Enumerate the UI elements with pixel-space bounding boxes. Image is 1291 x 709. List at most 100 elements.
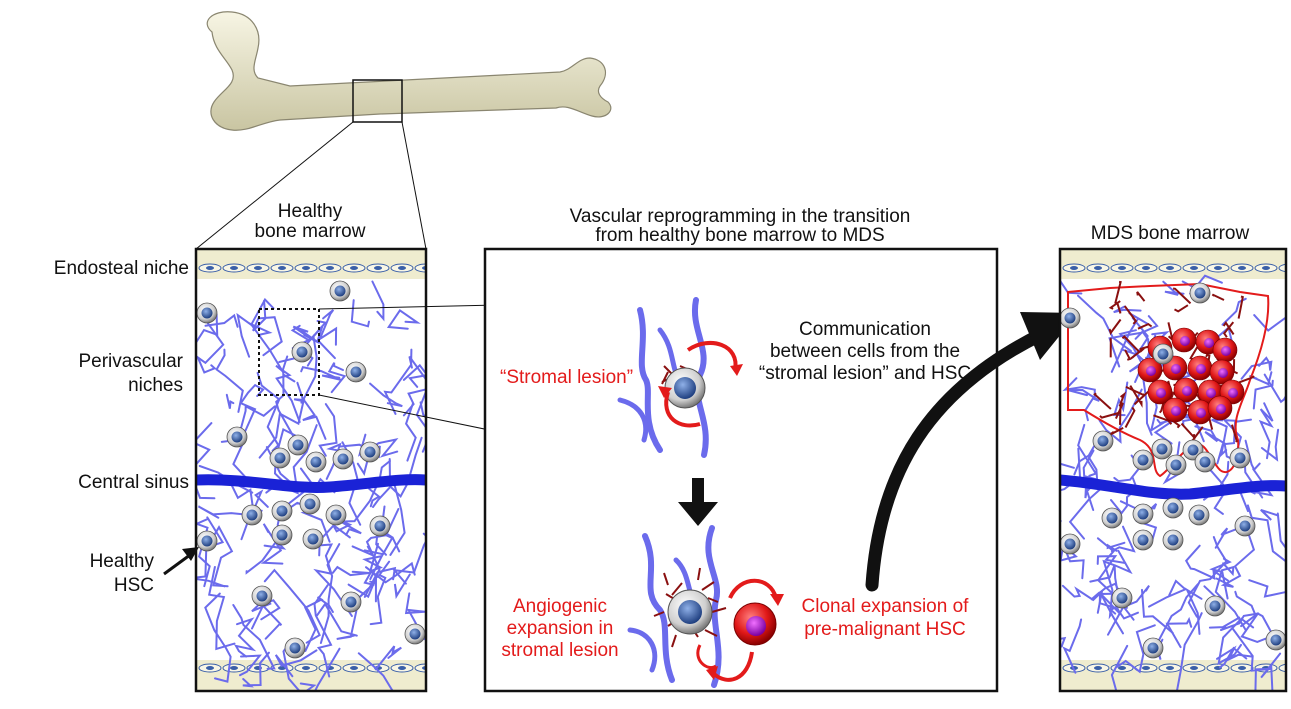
hsc-cell [1165, 454, 1187, 476]
vessel-segment [204, 592, 232, 683]
hsc-cell [345, 361, 367, 383]
healthy-title-line2: bone marrow [254, 221, 366, 242]
hsc-cell [1092, 430, 1114, 452]
vessel-segment [251, 599, 281, 630]
vessel-segment [1082, 449, 1099, 492]
vessel-segment [1175, 612, 1203, 691]
center-title-line2: from healthy bone marrow to MDS [595, 225, 885, 246]
vessel-segment [275, 372, 296, 438]
lining-cell [198, 663, 222, 673]
vessel-segment [1162, 280, 1185, 296]
lining-cell [1278, 663, 1286, 673]
mds-endosteal-lining-cells [1062, 263, 1286, 273]
zoom-line-right [401, 121, 427, 250]
vessel-segment [236, 297, 275, 358]
hsc-cell [1234, 515, 1256, 537]
vessel-segment [1252, 379, 1274, 410]
hsc-cell [1152, 343, 1174, 365]
label-stromal-lesion: “Stromal lesion” [500, 367, 634, 388]
lining-cell [1230, 263, 1254, 273]
vessel-segment [1115, 624, 1156, 674]
lining-cell [1134, 263, 1158, 273]
hsc-cell [291, 341, 313, 363]
lining-cell [1206, 663, 1230, 673]
vessel-segment [1107, 584, 1150, 636]
label-endosteal-niche: Endosteal niche [53, 258, 189, 279]
lining-cell [318, 263, 342, 273]
vessel-segment [225, 393, 235, 409]
hsc-cell [1060, 533, 1081, 555]
malignant-cell [1171, 327, 1197, 353]
vessel-segment [1141, 588, 1174, 634]
hsc-cell [325, 504, 347, 526]
vessel-segment [292, 325, 320, 344]
label-healthy-hsc-line2: HSC [113, 575, 154, 596]
vessel-segment [1216, 418, 1252, 465]
vessel-segment [325, 442, 347, 480]
angiogenic-vignette [627, 525, 784, 688]
vessel-segment [1110, 644, 1129, 691]
vessel-segment [313, 543, 353, 617]
hsc-cell [1162, 497, 1184, 519]
vessel-segment [274, 649, 318, 678]
vessel-segment [300, 366, 342, 381]
vessel-segment [234, 617, 257, 658]
stromal-spike [1099, 411, 1121, 419]
hsc-cell [1194, 451, 1216, 473]
vessel-segment [1060, 636, 1067, 648]
vessel-segment [313, 647, 341, 691]
vessel-segment [336, 609, 358, 640]
healthy-marrow-panel [194, 247, 428, 693]
lining-cell [1086, 663, 1110, 673]
label-healthy-hsc-line1: Healthy [89, 551, 154, 572]
vessel-segment [212, 525, 234, 588]
lining-cell [1110, 263, 1134, 273]
vessel-segment [350, 299, 370, 328]
label-clonal-line1: Clonal expansion of [801, 596, 969, 617]
vessel-segment [1165, 616, 1193, 649]
mds-central-sinus-vessel [1060, 474, 1286, 500]
bone-zoom-box [352, 79, 403, 123]
lining-cell [222, 263, 246, 273]
hsc-cell [305, 451, 327, 473]
stromal-spike [1174, 304, 1189, 313]
malignant-cell [1162, 397, 1188, 423]
label-perivascular-line1: Perivascular [78, 351, 183, 372]
label-angiogenic-line3: stromal lesion [501, 640, 619, 661]
label-central-sinus: Central sinus [78, 472, 189, 493]
lining-cell [1230, 663, 1254, 673]
label-communication-line1: Communication [799, 319, 931, 340]
vessel-segment [1217, 617, 1255, 666]
hsc-cell [1229, 447, 1251, 469]
lining-cell [198, 263, 222, 273]
stromal-spike [1222, 321, 1235, 338]
vessel-segment [371, 280, 385, 322]
vessel-segment [363, 570, 379, 603]
healthy-title-line1: Healthy [277, 201, 343, 222]
hsc-cell [271, 500, 293, 522]
vessel-segment [239, 654, 262, 677]
vessel-segment [1187, 536, 1228, 618]
stromal-spike [1114, 280, 1122, 304]
stromal-spike [1133, 388, 1153, 406]
stromal-spike [1211, 293, 1225, 301]
vessel-segment [1184, 587, 1203, 635]
stromal-spike [1237, 295, 1244, 319]
vessel-segment [208, 566, 236, 651]
stromal-spike [1124, 406, 1136, 428]
vessel-segment [258, 381, 305, 459]
hsc-cell [1132, 503, 1154, 525]
hsc-cell [271, 524, 293, 546]
central-sinus-vessel [196, 474, 426, 493]
lining-cell [222, 663, 246, 673]
vessel-segment [362, 542, 384, 580]
mds-marrow-panel [1058, 247, 1288, 693]
vessel-segment [232, 604, 276, 670]
hsc-cell [1204, 595, 1226, 617]
lining-cell [342, 263, 366, 273]
stromal-spike [1231, 424, 1238, 443]
lining-cell [1086, 263, 1110, 273]
malignant-cluster [1137, 327, 1245, 425]
transition-arrow [865, 328, 1047, 592]
